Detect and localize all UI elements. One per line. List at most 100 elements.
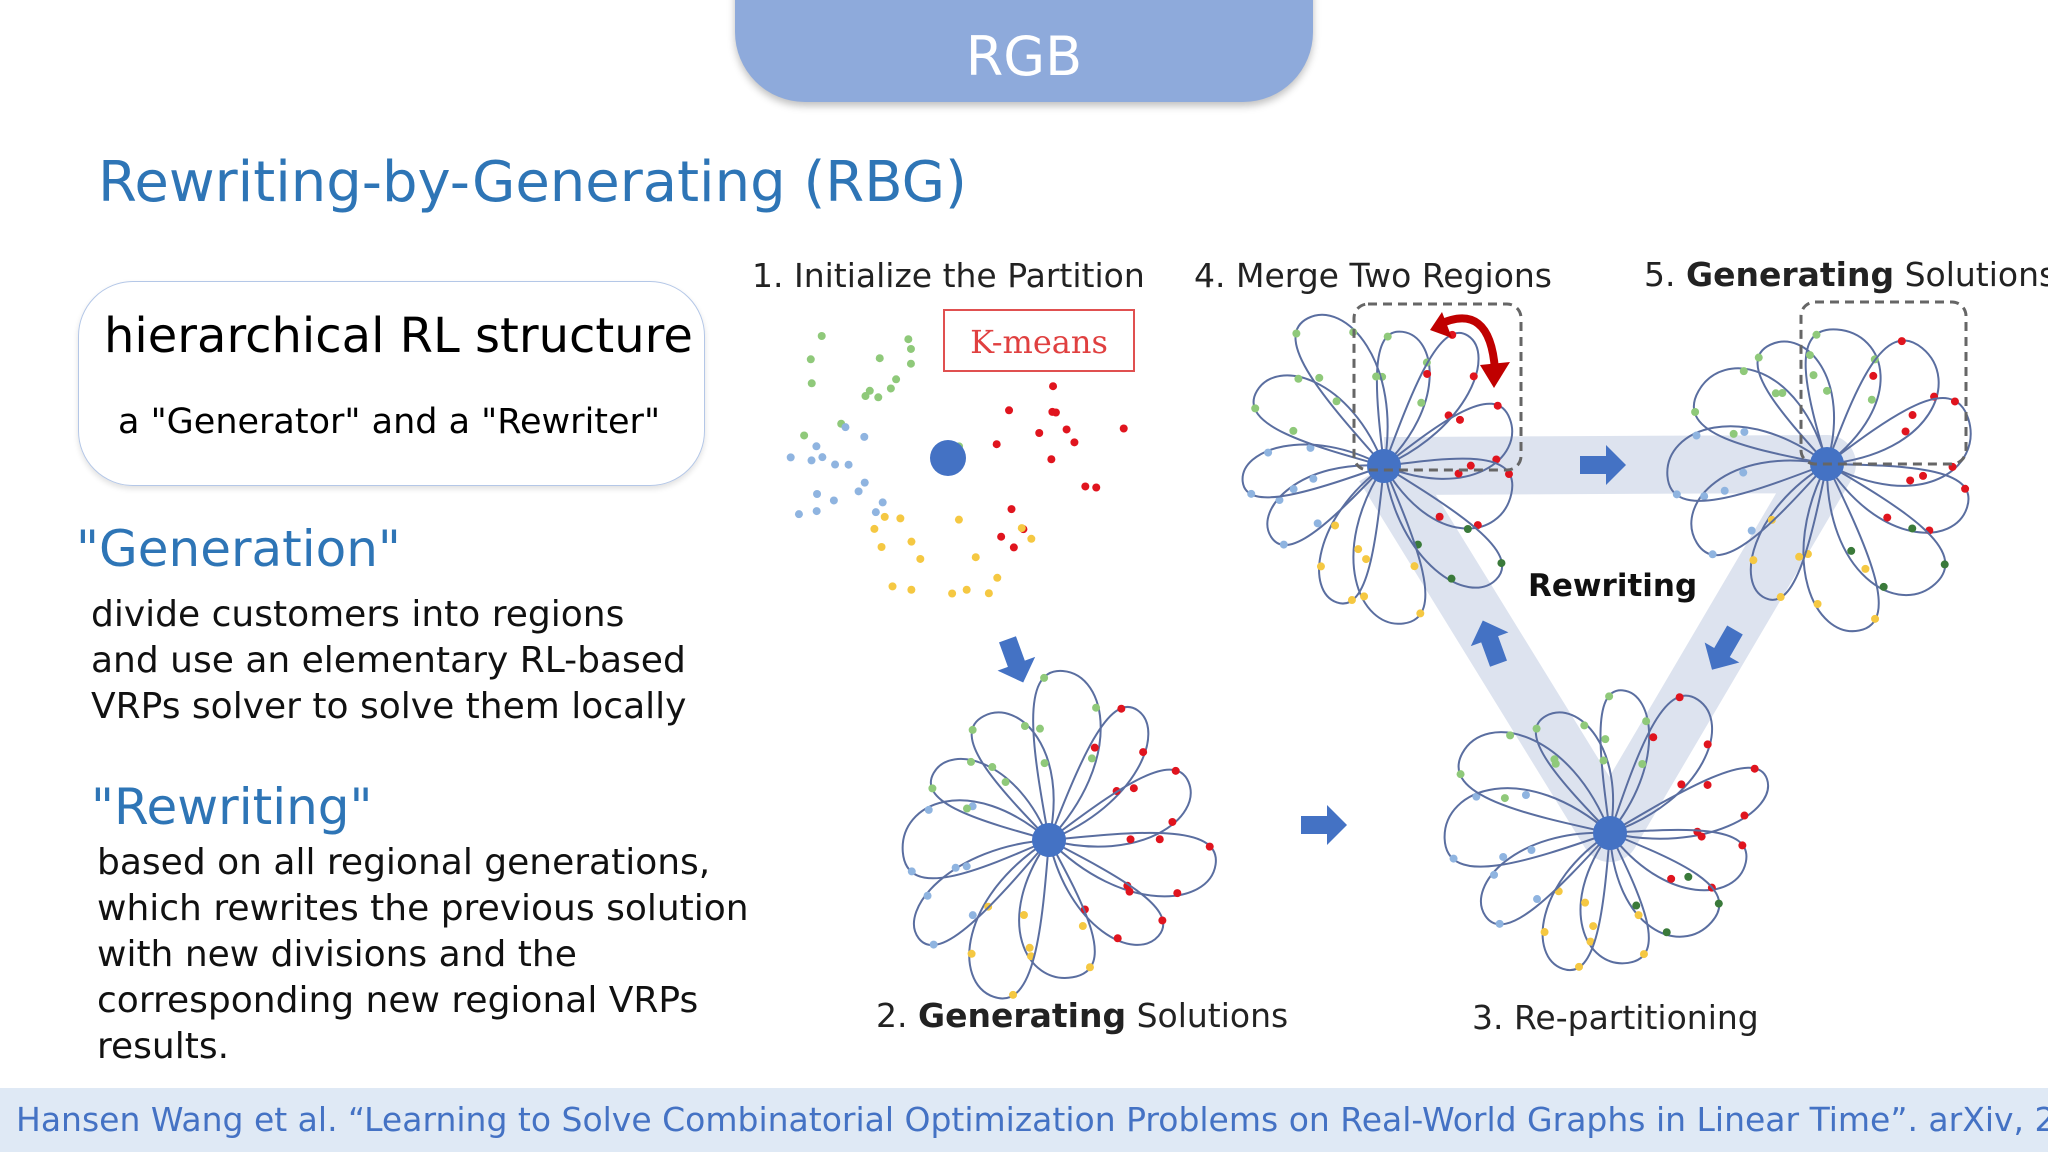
customer-dot — [1447, 574, 1456, 583]
customer-dot — [1289, 485, 1298, 494]
customer-dot — [1601, 735, 1610, 744]
customer-dot — [829, 496, 838, 505]
customer-dot — [892, 375, 901, 384]
customer-dot — [844, 460, 853, 469]
customer-dot — [1605, 692, 1614, 701]
customer-dot — [861, 392, 870, 401]
customer-dot — [1490, 870, 1499, 879]
generation-heading: "Generation" — [76, 520, 401, 578]
customer-dot — [1331, 521, 1340, 530]
customer-dot — [871, 508, 880, 517]
route-loop — [1457, 731, 1611, 834]
customer-dot — [962, 585, 971, 594]
customer-dot — [1767, 515, 1776, 524]
step2-label: 2. Generating Solutions — [876, 996, 1288, 1035]
customer-dot — [800, 431, 809, 440]
route-loop — [1479, 831, 1611, 926]
customer-dot — [1642, 717, 1651, 726]
customer-dot — [1532, 724, 1541, 733]
customer-dot — [860, 478, 869, 487]
text-line: and use an elementary RL-based — [91, 640, 686, 681]
customer-dot — [1035, 724, 1044, 733]
customer-dot — [1580, 721, 1589, 730]
customer-dot — [1809, 371, 1818, 380]
customer-dot — [807, 456, 816, 465]
customer-dot — [794, 510, 803, 519]
route-loop — [1352, 465, 1427, 625]
customer-dot — [1634, 911, 1643, 920]
route-loop — [1048, 768, 1192, 848]
customer-dot — [1750, 764, 1759, 773]
customer-dot — [1062, 425, 1071, 434]
customer-dot — [1749, 556, 1758, 565]
customer-dot — [1497, 559, 1506, 568]
customer-dot — [1869, 371, 1878, 380]
customer-dot — [906, 344, 915, 353]
rewriting-cycle-label: Rewriting — [1528, 568, 1697, 604]
rewriting-cycle-band — [1359, 435, 1856, 862]
customer-dot — [1504, 470, 1513, 479]
route-loop — [1048, 831, 1217, 898]
customer-dot — [896, 514, 905, 523]
customer-dot — [1456, 770, 1465, 779]
depot-node — [1367, 449, 1401, 483]
customer-dot — [1466, 461, 1475, 470]
customer-dot — [1469, 372, 1478, 381]
step5-label: 5. Generating Solutions — [1644, 255, 2048, 294]
route-loop — [912, 839, 1050, 946]
customer-dot — [1087, 754, 1096, 763]
depot-node — [930, 440, 966, 476]
customer-dot — [1861, 564, 1870, 573]
customer-dot — [888, 582, 897, 591]
customer-dot — [1493, 401, 1502, 410]
route-loop — [1756, 340, 1836, 465]
route-loop — [1383, 332, 1480, 467]
depot-node — [1593, 816, 1627, 850]
customer-dot — [907, 537, 916, 546]
customer-dot — [1315, 373, 1324, 382]
customer-dot — [906, 359, 915, 368]
rewriting-heading: "Rewriting" — [91, 778, 373, 836]
customer-dot — [1383, 332, 1392, 341]
customer-dot — [1908, 524, 1917, 533]
customer-dot — [1708, 550, 1717, 559]
customer-dot — [1754, 353, 1763, 362]
customer-dot — [1360, 592, 1369, 601]
merge-flower — [1241, 313, 1514, 625]
customer-dot — [874, 393, 883, 402]
customer-dot — [1812, 330, 1821, 339]
dashed-box-generate — [1799, 300, 1968, 466]
customer-dot — [948, 589, 957, 598]
customer-dot — [962, 804, 971, 813]
swap-arrow-icon — [1430, 312, 1510, 388]
customer-dot — [1292, 329, 1301, 338]
customer-dot — [1492, 455, 1501, 464]
customer-dot — [818, 453, 827, 462]
route-loop — [1018, 839, 1096, 979]
generation-text: divide customers into regions and use an… — [91, 592, 711, 730]
customer-dot — [807, 379, 816, 388]
customer-dot — [984, 589, 993, 598]
customer-dot — [1771, 389, 1780, 398]
customer-dot — [1085, 963, 1094, 972]
route-loop — [1825, 463, 1947, 596]
customer-dot — [1589, 922, 1598, 931]
customer-dot — [1205, 842, 1214, 851]
customer-dot — [1703, 780, 1712, 789]
customer-dot — [962, 862, 971, 871]
arrow-down-left-icon — [1704, 625, 1743, 670]
customer-dot — [1354, 545, 1363, 554]
customer-dot — [1675, 693, 1684, 702]
customer-dot — [1805, 351, 1814, 360]
customer-dot — [1279, 540, 1288, 549]
customer-dot — [865, 386, 874, 395]
customer-dot — [812, 507, 821, 516]
customer-dot — [1294, 374, 1303, 383]
dashed-box-merge — [1352, 302, 1523, 472]
customer-dot — [1692, 431, 1701, 440]
customer-dot — [1740, 811, 1749, 820]
customer-dot — [1040, 673, 1049, 682]
rgb-badge: RGB — [735, 0, 1313, 102]
step1-label: 1. Initialize the Partition — [752, 256, 1145, 295]
customer-dot — [1168, 817, 1177, 826]
